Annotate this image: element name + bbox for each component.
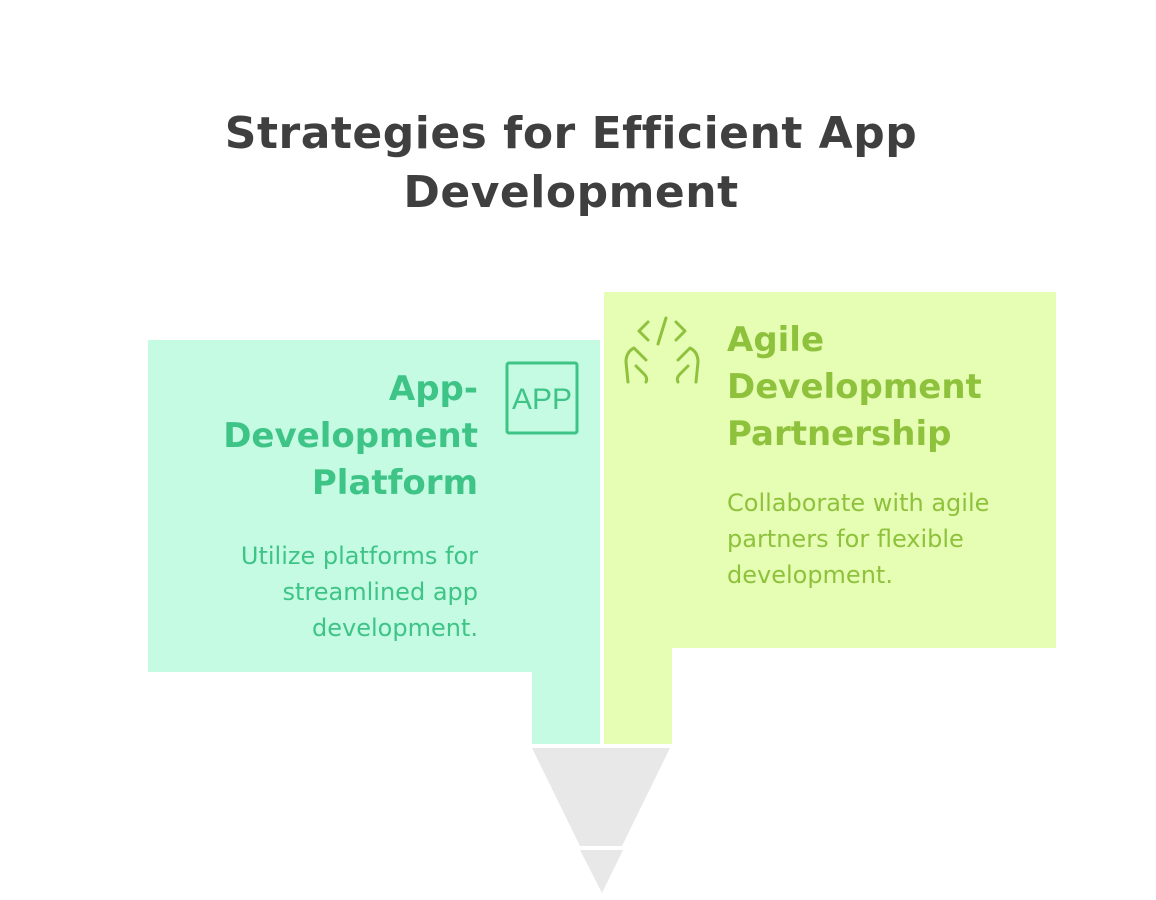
card-agile-shape [604,292,1056,744]
app-icon: APP [505,361,579,439]
funnel-tip [580,850,623,893]
app-icon-text: APP [512,383,572,416]
diagram-title: Strategies for Efficient App Development [224,108,918,218]
code-hands-icon [622,314,702,390]
card-platform-description: Utilize platforms for streamlined app de… [240,542,478,642]
funnel-upper [532,748,670,846]
card-platform-title: App-Development Platform [223,369,478,503]
card-agile-description: Collaborate with agile partners for flex… [727,489,990,589]
card-agile-title: Agile Development Partnership [727,320,982,454]
card-platform-shape [148,340,600,744]
